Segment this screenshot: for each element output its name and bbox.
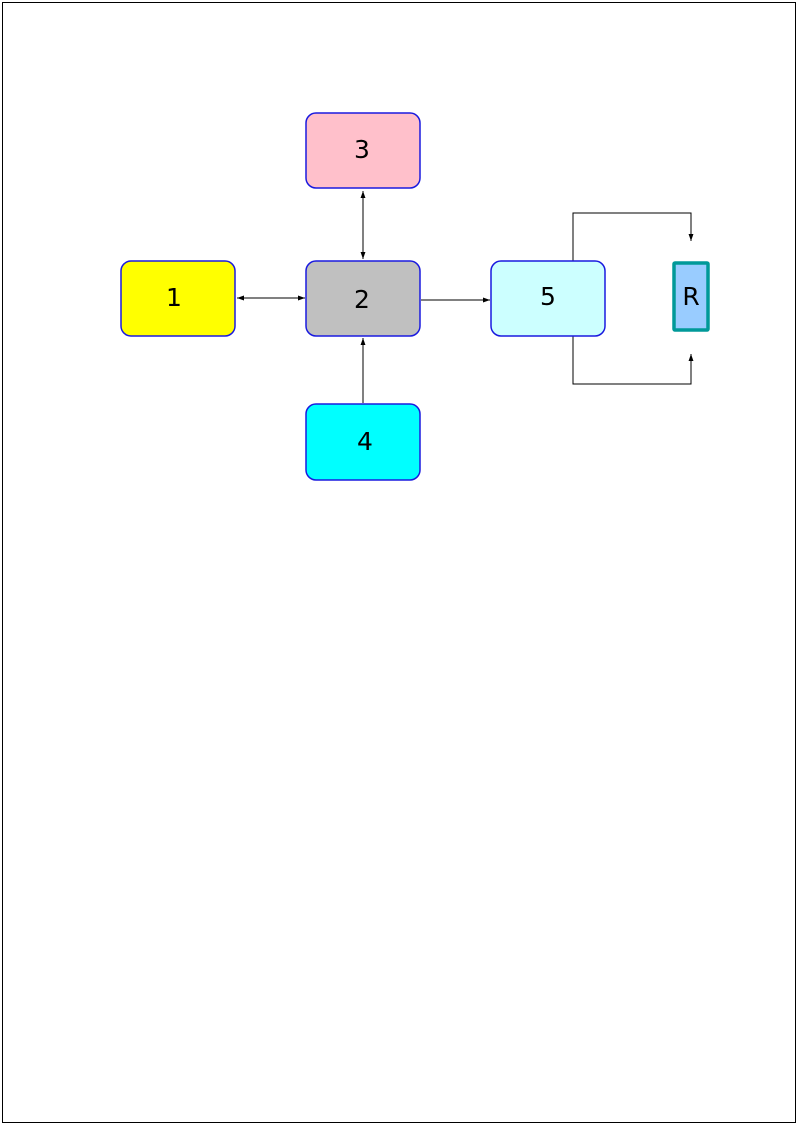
node-r-box — [672, 261, 710, 332]
edge-5-R-bottom — [572, 336, 694, 385]
node-4: 4 — [305, 403, 421, 481]
node-5-box — [490, 260, 606, 337]
node-5-label: 5 — [540, 282, 556, 311]
node-2-box — [305, 260, 421, 337]
node-1-label: 1 — [166, 283, 182, 312]
node-r: R — [672, 261, 710, 332]
node-1-box — [120, 260, 236, 337]
edge-5-R-top — [572, 212, 694, 261]
node-r-label: R — [682, 282, 699, 311]
node-4-box — [305, 403, 421, 481]
node-2: 2 — [305, 260, 421, 337]
node-1: 1 — [120, 260, 236, 337]
node-5: 5 — [490, 260, 606, 337]
node-4-label: 4 — [357, 427, 373, 456]
node-3: 3 — [305, 112, 421, 189]
node-3-label: 3 — [354, 135, 370, 164]
node-3-box — [305, 112, 421, 189]
node-2-label: 2 — [354, 285, 370, 314]
